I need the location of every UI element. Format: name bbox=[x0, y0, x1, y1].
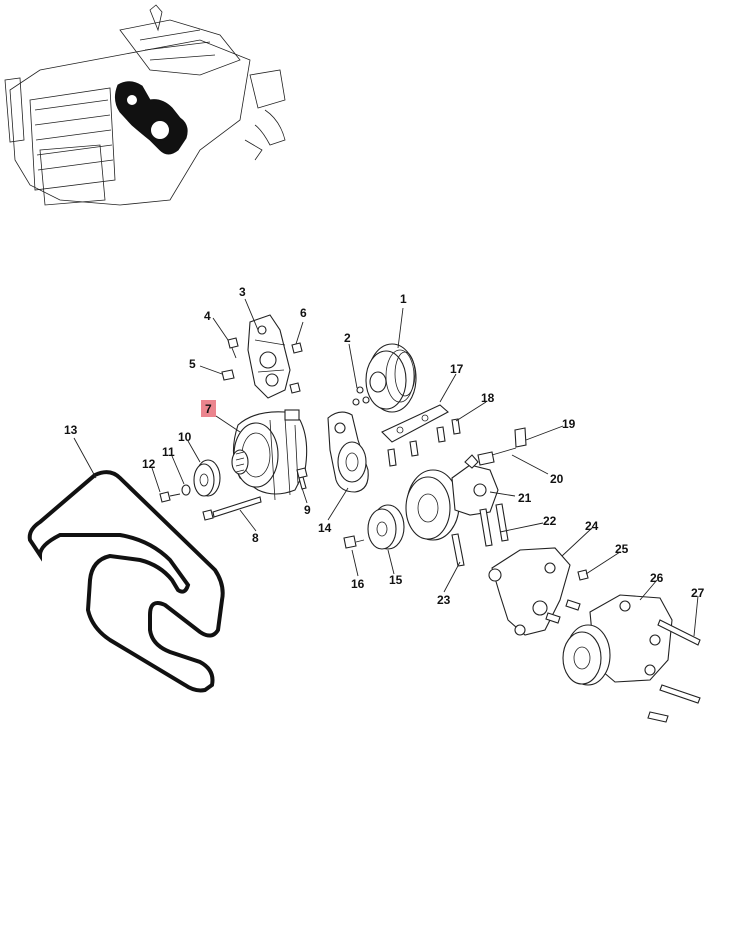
callout-12: 12 bbox=[142, 457, 156, 471]
bolt-6 bbox=[289, 342, 303, 394]
callout-4: 4 bbox=[204, 309, 211, 323]
callout-22: 22 bbox=[543, 514, 557, 528]
callout-19: 19 bbox=[562, 417, 576, 431]
bolts-27 bbox=[545, 599, 701, 723]
bolt-25 bbox=[577, 569, 589, 581]
callout-26: 26 bbox=[650, 571, 664, 585]
callout-2: 2 bbox=[344, 331, 351, 345]
callout-24: 24 bbox=[585, 519, 599, 533]
bolt-4 bbox=[227, 337, 239, 359]
drive-belt bbox=[27, 470, 225, 693]
bolt-5 bbox=[221, 369, 235, 381]
engine-overview-thumbnail bbox=[4, 4, 286, 206]
callout-25: 25 bbox=[615, 542, 629, 556]
callout-21: 21 bbox=[518, 491, 532, 505]
callout-6: 6 bbox=[300, 306, 307, 320]
callout-9: 9 bbox=[304, 503, 311, 517]
callout-16: 16 bbox=[351, 577, 365, 591]
power-steering-pump bbox=[405, 454, 499, 541]
bolt-16 bbox=[343, 535, 365, 549]
callout-27: 27 bbox=[691, 586, 705, 600]
callout-7-highlight bbox=[201, 400, 216, 417]
callout-15: 15 bbox=[389, 573, 403, 587]
callout-3: 3 bbox=[239, 285, 246, 299]
callout-18: 18 bbox=[481, 391, 495, 405]
sensor-tube bbox=[477, 427, 527, 466]
callout-20: 20 bbox=[550, 472, 564, 486]
ac-compressor bbox=[562, 594, 673, 686]
tensioner bbox=[327, 411, 369, 493]
washer bbox=[181, 484, 191, 496]
leader-lines bbox=[73, 298, 699, 637]
tensioner-bracket bbox=[247, 314, 291, 399]
idler-pulley bbox=[193, 459, 221, 497]
callout-8: 8 bbox=[252, 531, 259, 545]
long-bolt bbox=[202, 496, 262, 521]
crankshaft-pulley bbox=[352, 343, 417, 413]
bolt-12 bbox=[159, 491, 181, 503]
bolt-23 bbox=[451, 533, 465, 567]
bracket-17 bbox=[381, 404, 449, 443]
callout-14: 14 bbox=[318, 521, 332, 535]
callout-11: 11 bbox=[162, 445, 175, 459]
callout-1: 1 bbox=[400, 292, 407, 306]
bolts-22 bbox=[479, 503, 509, 547]
callout-10: 10 bbox=[178, 430, 192, 444]
callout-23: 23 bbox=[437, 593, 451, 607]
callout-labels: 1 2 3 4 5 6 7 8 9 10 11 12 13 14 15 16 1… bbox=[64, 285, 705, 607]
idler-pulley-15 bbox=[367, 504, 405, 550]
callout-17: 17 bbox=[450, 362, 464, 376]
callout-13: 13 bbox=[64, 423, 78, 437]
bolts-18 bbox=[387, 418, 461, 467]
generator bbox=[231, 409, 308, 501]
callout-7: 7 bbox=[205, 402, 212, 416]
callout-5: 5 bbox=[189, 357, 196, 371]
bolt-9 bbox=[296, 467, 308, 490]
